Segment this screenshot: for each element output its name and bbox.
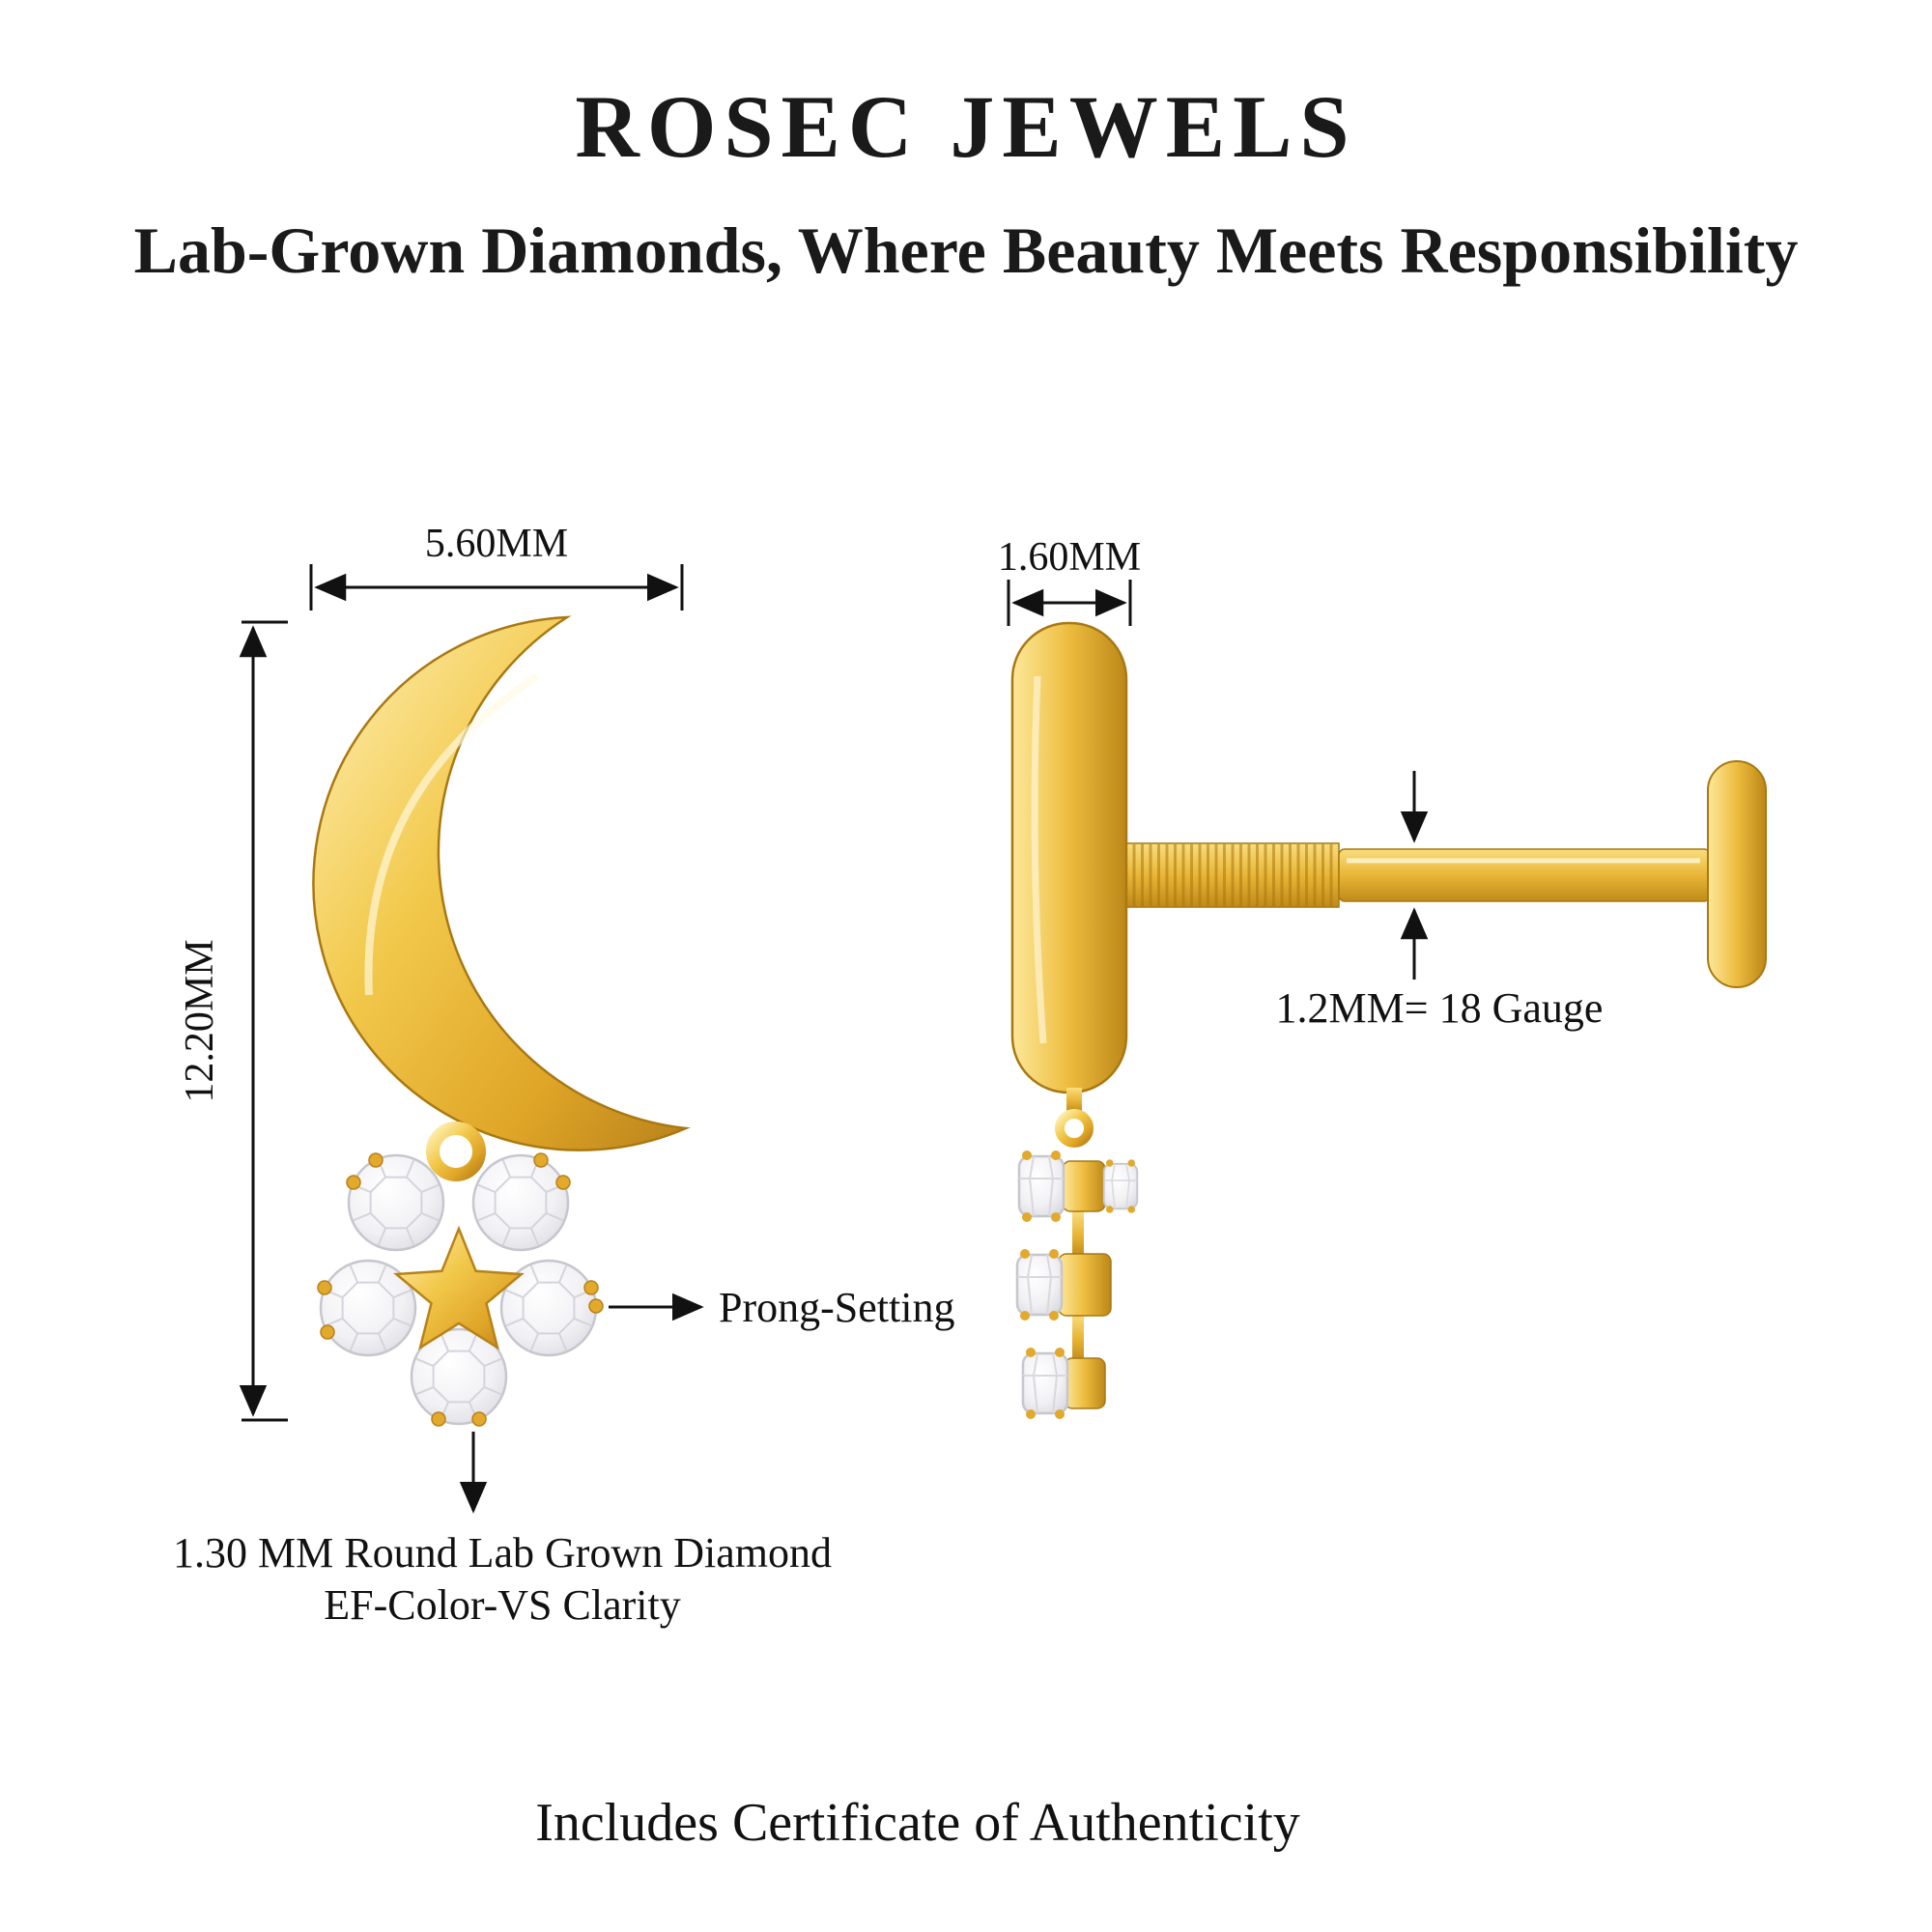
front-width-label: 5.60MM [425,522,568,566]
prong-setting-label: Prong-Setting [719,1284,954,1331]
certificate-note: Includes Certificate of Authenticity [535,1793,1300,1853]
drop-connector [1072,1211,1084,1258]
flat-back-disc [1707,760,1767,988]
drop-setting [1058,1253,1112,1317]
drop-setting [1062,1160,1106,1212]
drop-setting [1064,1357,1106,1409]
screw-post [1120,760,1767,988]
bail-ring [426,1122,486,1181]
drop-connector [1072,1314,1084,1362]
diamond-spec-line1: 1.30 MM Round Lab Grown Diamond [173,1529,832,1577]
side-diamond-gem [1102,1158,1139,1214]
side-drop [1015,1088,1139,1421]
drop-connector [1066,1088,1082,1113]
front-width-dimension [309,564,684,611]
disc-highlight [1031,675,1047,1044]
prong-dots [317,1152,604,1427]
front-height-dimension [239,620,288,1422]
side-diamond-gem [1015,1247,1064,1322]
side-thickness-dimension [1007,580,1132,626]
diamond-gem [471,1153,570,1252]
crescent-moon [312,615,691,1151]
front-height-label: 12.20MM [178,939,222,1102]
flower-drop [317,1152,604,1427]
moon-profile-disc [1010,621,1128,1094]
brand-title: ROSEC JEWELS [575,77,1356,176]
moon-highlight [364,672,540,996]
star-center [393,1225,525,1350]
brand-tagline: Lab-Grown Diamonds, Where Beauty Meets R… [134,213,1799,287]
post-bar [1338,848,1711,902]
front-view: 5.60MM 12.20MM [173,522,954,1629]
side-view: 1.60MM 1.2MM= 18 Gauge [998,535,1767,1421]
side-diamond-gem [1017,1149,1065,1224]
side-diamond-gem [1021,1346,1069,1421]
diamond-spec-line2: EF-Color-VS Clarity [324,1581,680,1629]
post-gauge-label: 1.2MM= 18 Gauge [1276,984,1604,1032]
diamond-gem [347,1153,445,1252]
side-bail-ring [1055,1109,1094,1148]
side-thickness-label: 1.60MM [998,535,1141,580]
